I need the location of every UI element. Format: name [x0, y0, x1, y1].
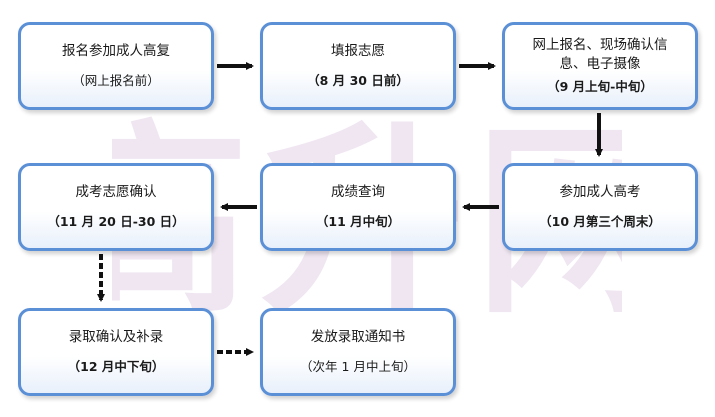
- step-title: 成考志愿确认: [75, 184, 157, 200]
- step-box-3: 网上报名、现场确认信 息、电子摄像 （9 月上旬-中旬）: [502, 22, 698, 110]
- step-box-1: 报名参加成人高复 （网上报名前）: [18, 22, 214, 110]
- step-box-2: 填报志愿 （8 月 30 日前）: [260, 22, 456, 110]
- step-time: （12 月中下旬）: [67, 359, 165, 374]
- step-time: （11 月中旬）: [315, 214, 401, 229]
- step-title: 报名参加成人高复: [62, 43, 170, 59]
- step-title: 录取确认及补录: [68, 329, 164, 345]
- step-box-6: 参加成人高考 （10 月第三个周末）: [502, 163, 698, 251]
- step-box-5: 成绩查询 （11 月中旬）: [260, 163, 456, 251]
- step-box-4: 成考志愿确认 （11 月 20 日-30 日）: [18, 163, 214, 251]
- step-title: 成绩查询: [331, 184, 385, 200]
- step-title-line-1: 网上报名、现场确认信: [532, 37, 668, 53]
- step-title-line-2: 息、电子摄像: [559, 56, 641, 72]
- step-time: （次年 1 月中上旬）: [300, 359, 416, 374]
- step-time: （9 月上旬-中旬）: [547, 79, 653, 94]
- step-time: （8 月 30 日前）: [307, 73, 409, 88]
- step-time: （10 月第三个周末）: [539, 214, 661, 229]
- step-time: （11 月 20 日-30 日）: [47, 214, 185, 229]
- step-box-7: 录取确认及补录 （12 月中下旬）: [18, 308, 214, 396]
- step-box-8: 发放录取通知书 （次年 1 月中上旬）: [260, 308, 456, 396]
- step-title: 填报志愿: [331, 43, 385, 59]
- step-title: 发放录取通知书: [310, 329, 406, 345]
- step-title: 参加成人高考: [559, 184, 641, 200]
- step-time: （网上报名前）: [72, 73, 160, 88]
